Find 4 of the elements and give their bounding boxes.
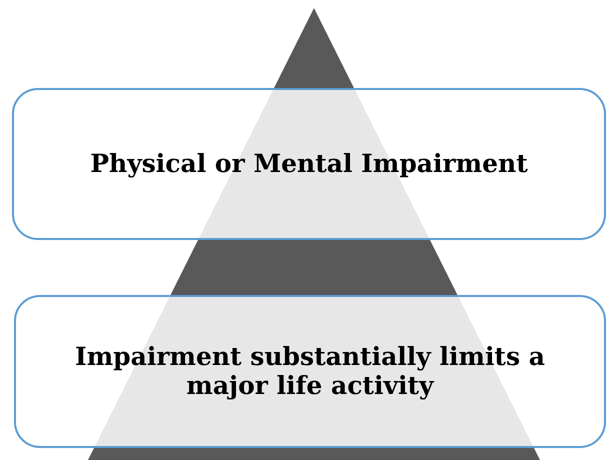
rounded-panel [14,295,606,448]
rounded-panel [12,88,606,240]
box-label: Impairment substantially limits a major life activity [74,342,546,400]
box-label: Physical or Mental Impairment [89,150,529,178]
